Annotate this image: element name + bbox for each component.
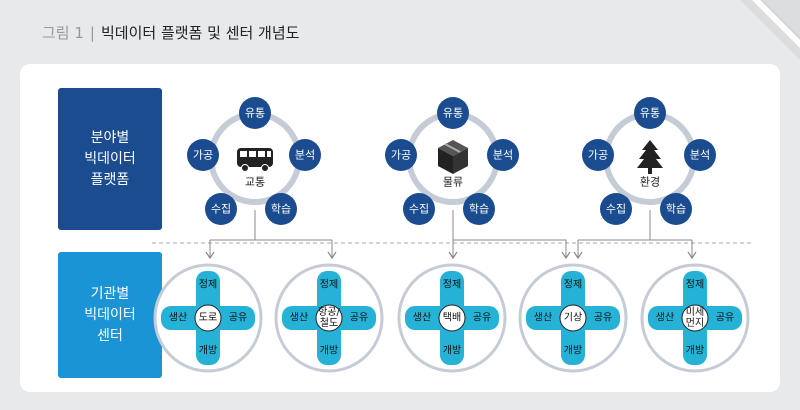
figure-number: 그림 1: [42, 24, 84, 42]
arm-label-right: 공유: [716, 312, 734, 324]
title-separator: |: [89, 24, 95, 42]
connector-path: [577, 210, 693, 258]
platform-node-label: 분석: [295, 149, 315, 162]
bus-icon: [237, 148, 273, 172]
figure-title: 그림 1 | 빅데이터 플랫폼 및 센터 개념도: [42, 22, 299, 43]
platform-node-label: 학습: [271, 203, 291, 216]
platform-node: [187, 139, 219, 171]
platform-node-label: 수집: [606, 203, 626, 216]
arm-label-left: 생산: [413, 312, 431, 324]
arm-label-top: 정제: [443, 279, 461, 291]
arm-label-bottom: 개방: [686, 345, 704, 357]
connector-lines: [205, 210, 697, 260]
page-corner-fold: [740, 0, 800, 60]
platform-node-label: 유통: [245, 107, 265, 120]
platform-name: 물류: [443, 176, 463, 189]
platform-node: [582, 139, 614, 171]
platform-node: [403, 193, 435, 225]
arm-label-left: 생산: [290, 312, 308, 324]
platform-node-label: 수집: [409, 203, 429, 216]
platform-node: [463, 193, 495, 225]
arrow-head: [327, 251, 337, 260]
platform-name: 환경: [640, 176, 660, 189]
platform-node-label: 학습: [469, 203, 489, 216]
platform-node: [660, 193, 692, 225]
center-hub: [438, 304, 466, 332]
figure-caption: 빅데이터 플랫폼 및 센터 개념도: [100, 24, 300, 42]
center-hub: [194, 304, 222, 332]
arm-label-top: 정제: [564, 279, 582, 291]
platform-node-label: 분석: [493, 149, 513, 162]
center-name: 철도: [320, 317, 338, 329]
platform-node: [600, 193, 632, 225]
platform-name: 교통: [245, 176, 265, 189]
center-name: 먼지: [686, 317, 704, 329]
platform-node: [289, 139, 321, 171]
box-icon: [438, 140, 468, 174]
platform-node-label: 분석: [690, 149, 710, 162]
platform-node: [205, 193, 237, 225]
platform-node: [634, 97, 666, 129]
platform-node-label: 수집: [211, 203, 231, 216]
arrow-head: [205, 251, 215, 260]
platform-node: [265, 193, 297, 225]
arm-label-top: 정제: [686, 279, 704, 291]
arm-label-top: 정제: [320, 279, 338, 291]
arm-label-right: 공유: [229, 312, 247, 324]
arm-label-right: 공유: [350, 312, 368, 324]
center-name: 도로: [199, 313, 217, 324]
arm-label-bottom: 개방: [320, 345, 338, 357]
arrow-head: [561, 251, 571, 260]
platform-node-label: 유통: [640, 107, 660, 120]
arm-label-left: 생산: [534, 312, 552, 324]
platform-node: [684, 139, 716, 171]
arm-label-left: 생산: [656, 312, 674, 324]
tree-icon: [637, 140, 663, 174]
arm-label-bottom: 개방: [564, 345, 582, 357]
arm-label-right: 공유: [473, 312, 491, 324]
platform-node-label: 유통: [443, 107, 463, 120]
arrow-head: [448, 251, 458, 260]
arm-label-right: 공유: [594, 312, 612, 324]
platform-node: [239, 97, 271, 129]
arm-label-bottom: 개방: [443, 345, 461, 357]
arm-label-left: 생산: [169, 312, 187, 324]
arrow-head: [687, 251, 697, 260]
platform-row-label: 분야별 빅데이터 플랫폼: [58, 88, 162, 230]
center-name: 기상: [564, 312, 582, 324]
center-name: 항공/: [318, 306, 340, 318]
platform-node-label: 가공: [588, 149, 608, 162]
center-name: 택배: [443, 312, 461, 324]
arm-label-bottom: 개방: [199, 345, 217, 357]
center-name: 미세: [686, 306, 704, 318]
platform-node-label: 학습: [666, 203, 686, 216]
arrow-head: [573, 251, 583, 260]
platform-node: [437, 97, 469, 129]
center-hub: [559, 304, 587, 332]
platform-node-label: 가공: [193, 149, 213, 162]
connector-path: [209, 210, 333, 258]
arm-label-top: 정제: [199, 279, 217, 291]
platform-node-label: 가공: [391, 149, 411, 162]
center-row-label: 기관별 빅데이터 센터: [58, 252, 162, 378]
connector-path: [452, 210, 567, 258]
center-hub: [681, 304, 709, 332]
platform-node: [487, 139, 519, 171]
center-hub: [315, 304, 343, 332]
platform-node: [385, 139, 417, 171]
